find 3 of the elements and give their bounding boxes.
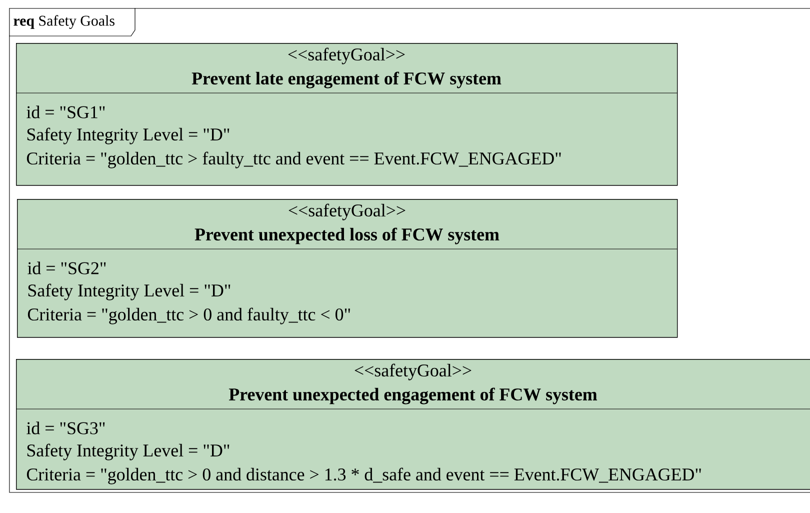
safety-goal-block: <<safetyGoal>> Prevent unexpected engagement of FCW system id = "SG3" Safety Integrity Level = "D" Criteria = "golden_ttc > 0 and distance > 1.3 * d_safe and event == Event.FCW_ENGAGED" (16, 359, 810, 490)
safety-goal-block: <<safetyGoal>> Prevent late engagement of FCW system id = "SG1" Safety Integrity Level = "D" Criteria = "golden_ttc > faulty_ttc and event == Event.FCW_ENGAGED" (16, 43, 678, 186)
safety-goal-block: <<safetyGoal>> Prevent unexpected loss of FCW system id = "SG2" Safety Integrity Level = "D" Criteria = "golden_ttc > 0 and faulty_ttc < 0" (16, 199, 678, 338)
